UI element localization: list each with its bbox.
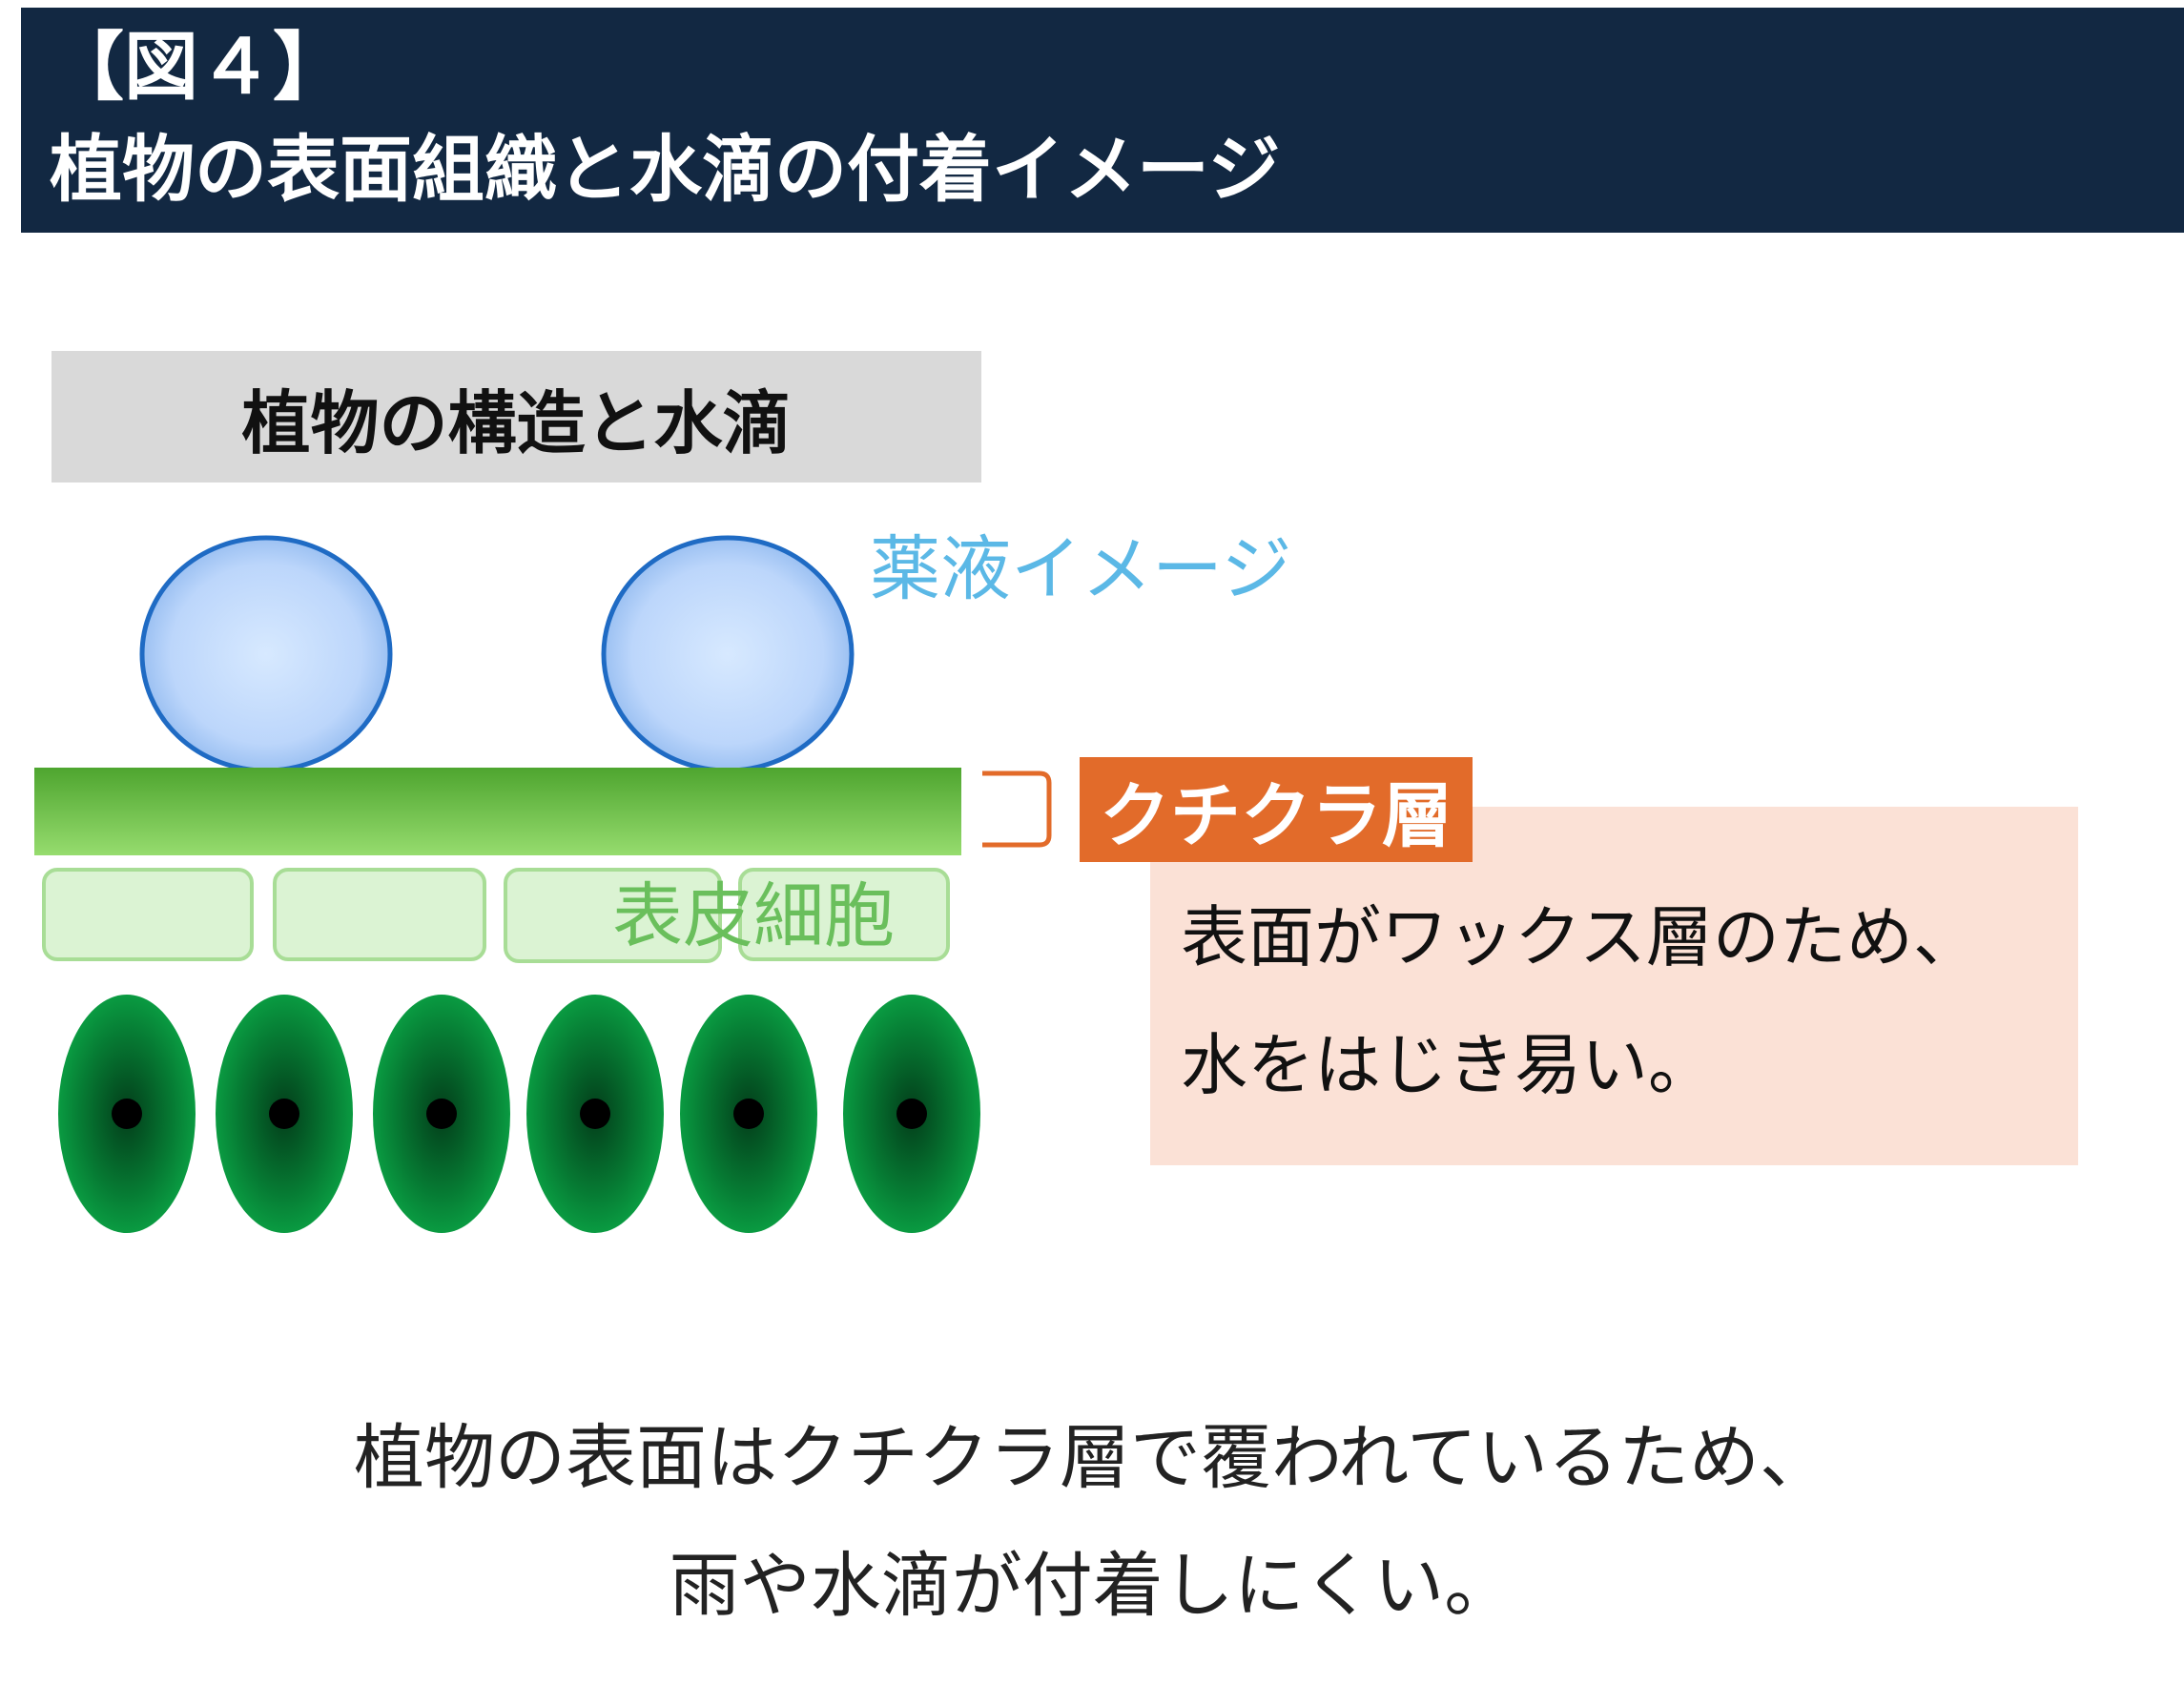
caption-line-1: 植物の表面はクチクラ層で覆われているため、 (353, 1417, 1831, 1499)
droplet-label: 薬液イメージ (870, 528, 1292, 610)
cell-nucleus (269, 1099, 299, 1129)
figure-header: 【図４】 植物の表面組織と水滴の付着イメージ (21, 8, 2184, 233)
epidermal-cell (504, 868, 722, 963)
cuticle-label-tag: クチクラ層 (1080, 757, 1473, 862)
note-line-2: 水をはじき易い。 (1181, 1026, 1715, 1104)
cell-nucleus (426, 1099, 457, 1129)
epidermal-cell (738, 868, 950, 961)
droplet (601, 535, 855, 773)
cell-nucleus (733, 1099, 764, 1129)
figure-number: 【図４】 (50, 25, 348, 111)
epidermal-cell (273, 868, 486, 961)
cuticle-layer (34, 768, 961, 855)
cuticle-note-box: 表面がワックス層のため、 水をはじき易い。 (1150, 807, 2078, 1165)
epidermal-cell (42, 868, 254, 961)
caption-line-2: 雨や水滴が付着しにくい。 (669, 1545, 1515, 1627)
cuticle-bracket (982, 770, 1052, 848)
droplet (139, 535, 393, 773)
cell-nucleus (580, 1099, 610, 1129)
cell-nucleus (896, 1099, 927, 1129)
cell-nucleus (112, 1099, 142, 1129)
note-line-1: 表面がワックス層のため、 (1181, 898, 1980, 976)
figure-title: 植物の表面組織と水滴の付着イメージ (50, 127, 1281, 212)
epidermis-label: 表皮細胞 (612, 875, 895, 957)
section-label: 植物の構造と水滴 (52, 351, 981, 483)
